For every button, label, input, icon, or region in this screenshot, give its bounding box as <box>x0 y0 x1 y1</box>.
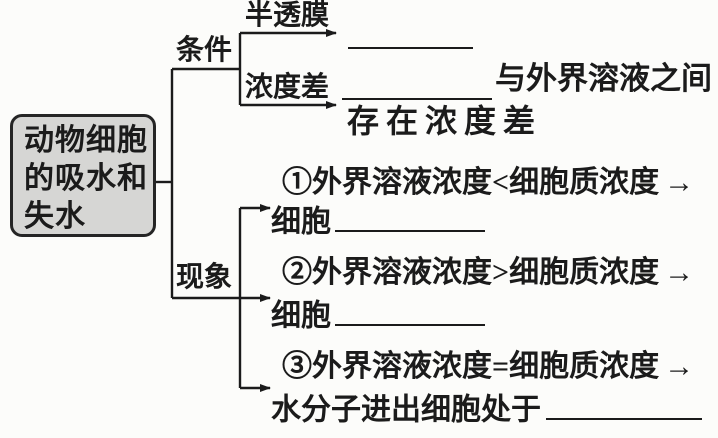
item-3-result-prefix: 水分子进出细胞处于 <box>271 393 541 427</box>
item-2-result-arrow-icon: → <box>664 256 695 289</box>
phenomenon-item-3-line2: 水分子进出细胞处于 <box>271 390 702 427</box>
phenomenon-item-1-line1: ①外界溶液浓度<细胞质浓度→ <box>282 166 694 199</box>
gradient-after-blank-text: 与外界溶液之间 <box>495 61 712 96</box>
phenomenon-item-3-line1: ③外界溶液浓度=细胞质浓度→ <box>282 350 694 383</box>
gradient-second-line-text: 存在浓度差 <box>347 103 543 139</box>
root-concept-box: 动物细胞 的吸水和 失水 <box>10 114 156 237</box>
root-box-line: 的吸水和 <box>24 162 148 195</box>
gradient-label: 浓度差 <box>245 72 330 103</box>
root-box-line: 失水 <box>24 200 86 233</box>
phenomenon-item-2-line2: 细胞 <box>271 296 485 333</box>
root-box-line: 动物细胞 <box>24 124 148 157</box>
gradient-fill-blank <box>342 98 492 100</box>
item-3-fill-blank <box>546 390 702 420</box>
item-2-result-prefix: 细胞 <box>271 299 331 333</box>
item-1-result-prefix: 细胞 <box>271 205 331 239</box>
phenomenon-item-2-line1: ②外界溶液浓度>细胞质浓度→ <box>282 256 694 289</box>
item-3-result-arrow-icon: → <box>664 350 695 383</box>
item-1-result-arrow-icon: → <box>664 166 695 199</box>
semipermeable-label: 半透膜 <box>245 0 330 31</box>
semipermeable-fill-blank <box>348 47 473 49</box>
condition-branch-label: 条件 <box>176 35 233 66</box>
item-2-statement: ②外界溶液浓度>细胞质浓度 <box>282 256 660 289</box>
phenomenon-item-1-line2: 细胞 <box>271 202 485 239</box>
item-3-statement: ③外界溶液浓度=细胞质浓度 <box>282 350 660 383</box>
item-1-fill-blank <box>335 202 485 232</box>
item-2-fill-blank <box>335 296 485 326</box>
phenomenon-branch-label: 现象 <box>176 262 233 293</box>
item-1-statement: ①外界溶液浓度<细胞质浓度 <box>282 166 660 199</box>
